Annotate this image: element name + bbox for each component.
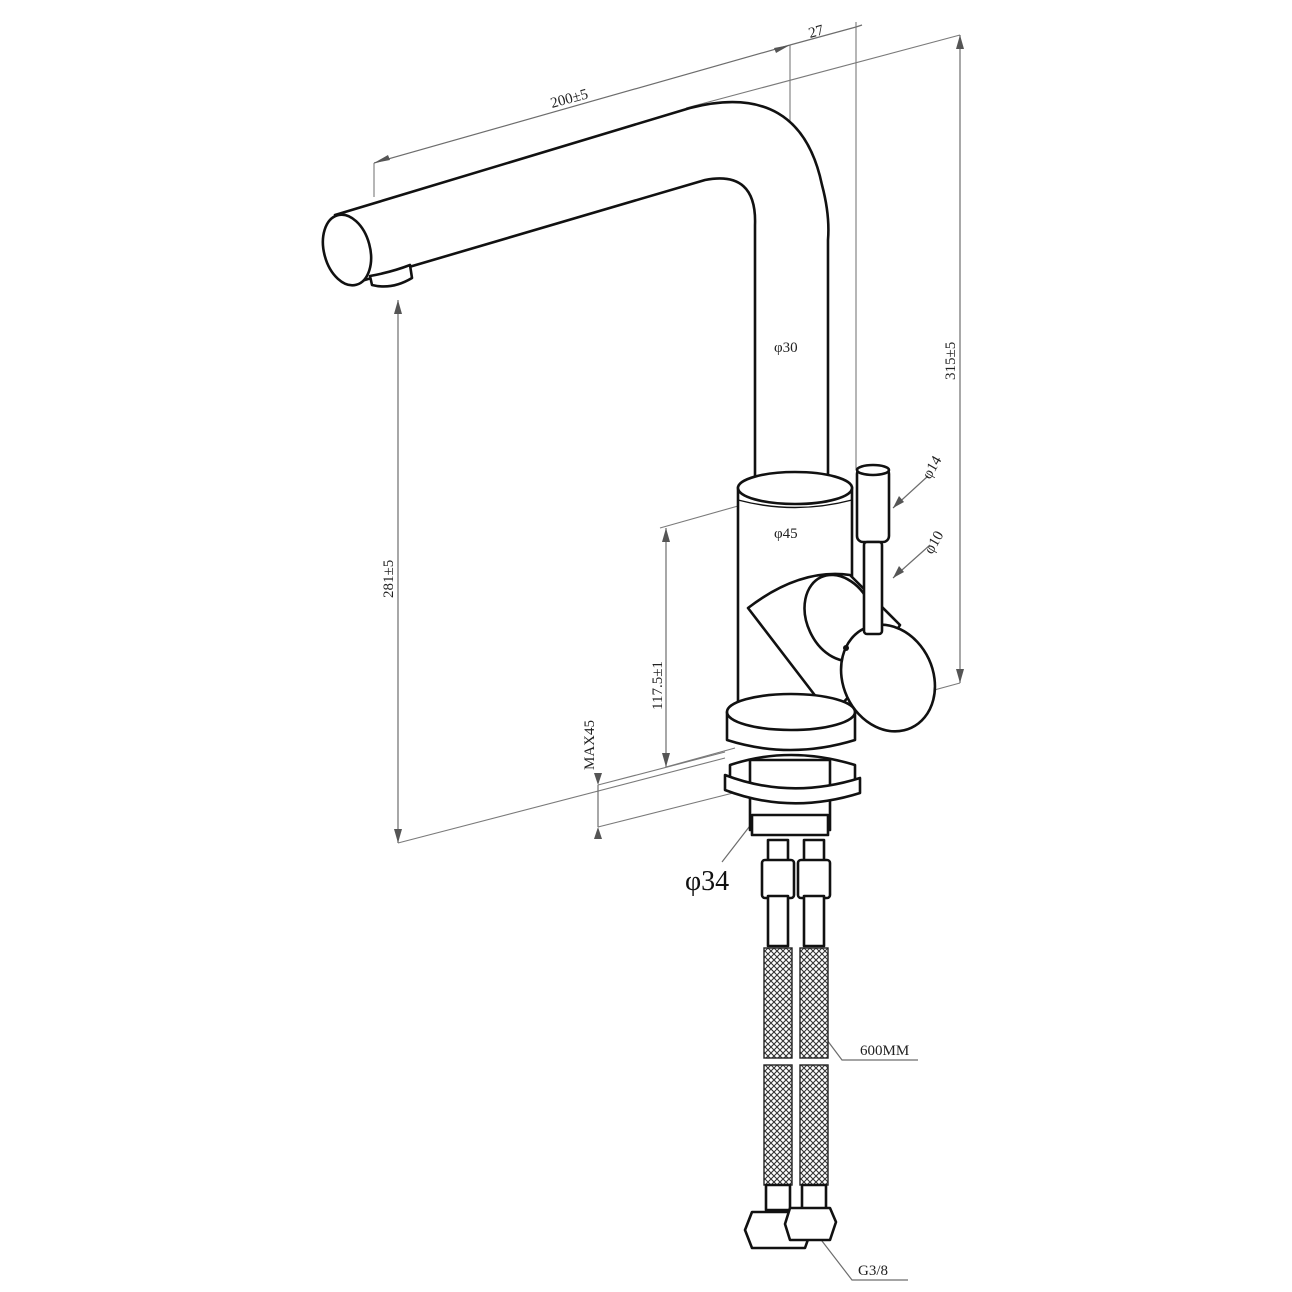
lever-handle [746, 572, 937, 733]
supply-hose-left [743, 838, 814, 1250]
max-deck-label: MAX45 [582, 720, 598, 770]
hose-length-label: 600MM [860, 1043, 909, 1059]
outlet-height-label: 281±5 [381, 560, 397, 598]
handle-stem-diameter-label: φ10 [922, 528, 948, 557]
supply-hose-right [783, 838, 838, 1242]
lever-stem [855, 463, 891, 636]
body-height-label: 117.5±1 [650, 661, 666, 710]
body-diameter-label: φ45 [774, 526, 798, 542]
total-height-label: 315±5 [943, 342, 959, 380]
mounting-shank [723, 753, 862, 837]
dimension-lines [373, 22, 961, 1281]
hose-thread-label: G3/8 [858, 1263, 888, 1279]
spout [321, 100, 830, 487]
handle-tip-diameter-label: φ14 [920, 453, 946, 482]
base-flange [725, 692, 857, 752]
handle-offset-label: 27 [807, 22, 826, 41]
shank-diameter-label: φ34 [685, 866, 729, 897]
spout-diameter-label: φ30 [774, 340, 798, 356]
